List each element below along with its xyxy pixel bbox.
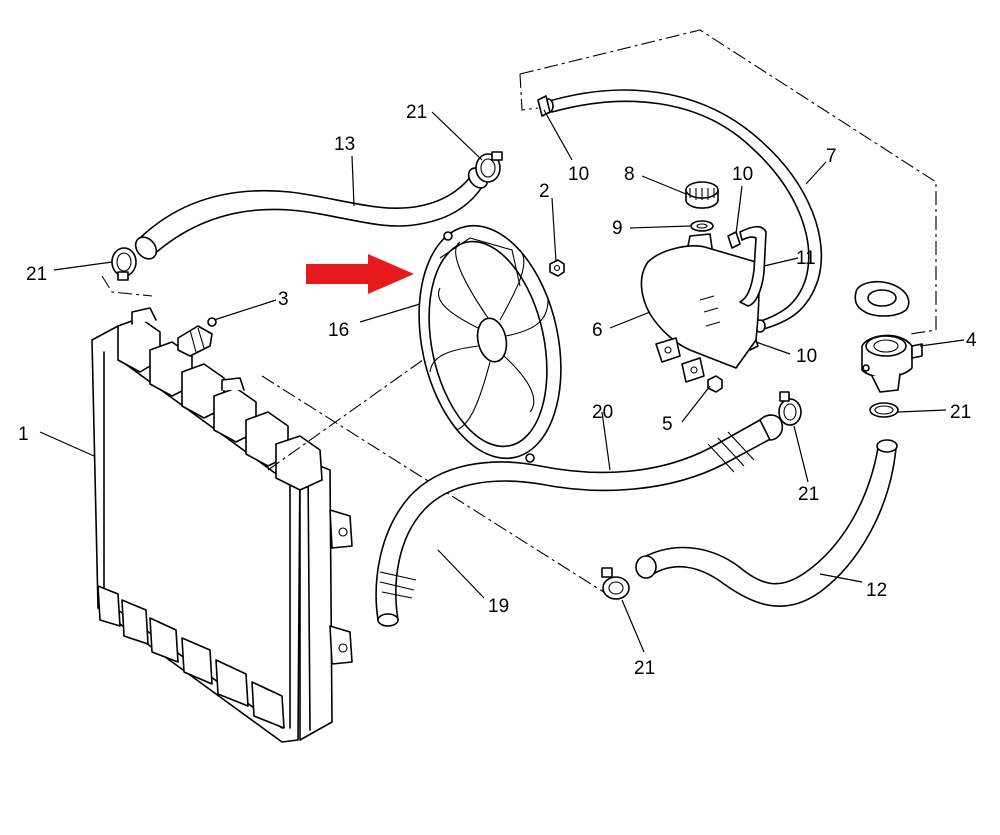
nut xyxy=(549,259,565,277)
callout-21-left: 21 xyxy=(26,264,47,285)
callout-4: 4 xyxy=(966,330,977,351)
callout-9: 9 xyxy=(612,218,623,239)
callout-20: 20 xyxy=(592,402,613,423)
hose-clamp-upper-left xyxy=(111,247,137,281)
callout-16: 16 xyxy=(328,320,349,341)
coolant-reservoir xyxy=(640,233,760,383)
radiator-cap xyxy=(854,280,910,317)
hose-clamp-upper-right xyxy=(475,151,503,183)
callout-12: 12 xyxy=(866,580,887,601)
hose-clamp-lower-middle xyxy=(601,567,630,600)
clip-tank xyxy=(727,231,741,249)
filler-neck xyxy=(861,334,923,393)
callout-21-upper: 21 xyxy=(406,102,427,123)
callout-19: 19 xyxy=(488,596,509,617)
upper-hose xyxy=(134,167,489,260)
lower-hose xyxy=(635,439,898,607)
callouts: 1 2 3 4 5 6 7 8 9 10 10 10 11 12 13 16 1… xyxy=(18,102,977,679)
hose-clamp-middle-upper xyxy=(778,391,802,426)
callout-10-lower: 10 xyxy=(796,346,817,367)
callout-7: 7 xyxy=(826,146,837,167)
radiator xyxy=(91,307,353,743)
leader-lines xyxy=(39,109,965,653)
temperature-switch xyxy=(177,317,217,357)
callout-2: 2 xyxy=(539,181,550,202)
callout-3: 3 xyxy=(278,289,289,310)
clip-top xyxy=(537,95,551,117)
callout-21-middle: 21 xyxy=(798,484,819,505)
reservoir-hose xyxy=(739,225,767,307)
callout-10-tank: 10 xyxy=(732,164,753,185)
callout-13: 13 xyxy=(334,134,355,155)
bolt xyxy=(707,375,723,393)
electric-fan xyxy=(418,224,562,463)
highlight-arrow xyxy=(306,254,414,294)
callout-21-bottom: 21 xyxy=(634,658,655,679)
cap-washer xyxy=(690,220,714,232)
callout-6: 6 xyxy=(592,320,603,341)
callout-11: 11 xyxy=(796,248,816,269)
callout-8: 8 xyxy=(624,164,635,185)
reservoir-cap xyxy=(685,181,719,209)
callout-1: 1 xyxy=(18,424,29,445)
callout-10-top: 10 xyxy=(568,164,589,185)
callout-5: 5 xyxy=(662,414,673,435)
callout-21-right: 21 xyxy=(950,402,971,423)
hose-clamp-lower-right xyxy=(869,402,899,418)
bypass-hose xyxy=(375,414,784,627)
